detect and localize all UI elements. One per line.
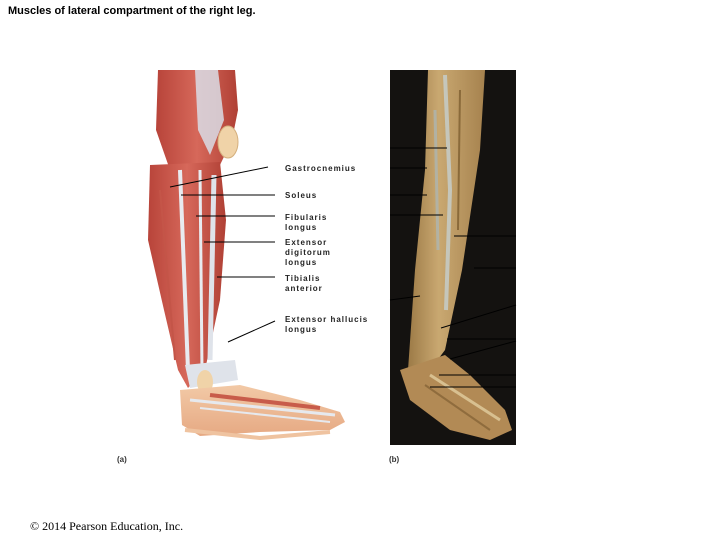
panel-label-b: (b) xyxy=(389,455,400,464)
figure-title: Muscles of lateral compartment of the ri… xyxy=(8,5,256,17)
illustration-leg-lateral-view xyxy=(140,70,360,450)
label-extensor-digitorum-longus: Extensor digitorum longus xyxy=(285,238,331,267)
cadaver-photo-svg xyxy=(400,70,512,440)
leg-illustration-svg xyxy=(148,70,345,441)
label-soleus: Soleus xyxy=(285,191,318,200)
label-tibialis-anterior: Tibialis anterior xyxy=(285,274,323,293)
label-gastrocnemius: Gastrocnemius xyxy=(285,164,357,173)
panel-label-a: (a) xyxy=(117,455,127,464)
cadaver-photo-lateral-leg xyxy=(390,70,516,445)
copyright-notice: © 2014 Pearson Education, Inc. xyxy=(30,519,184,533)
label-extensor-hallucis-longus: Extensor hallucis longus xyxy=(285,315,369,334)
label-fibularis-longus: Fibularis longus xyxy=(285,213,328,232)
